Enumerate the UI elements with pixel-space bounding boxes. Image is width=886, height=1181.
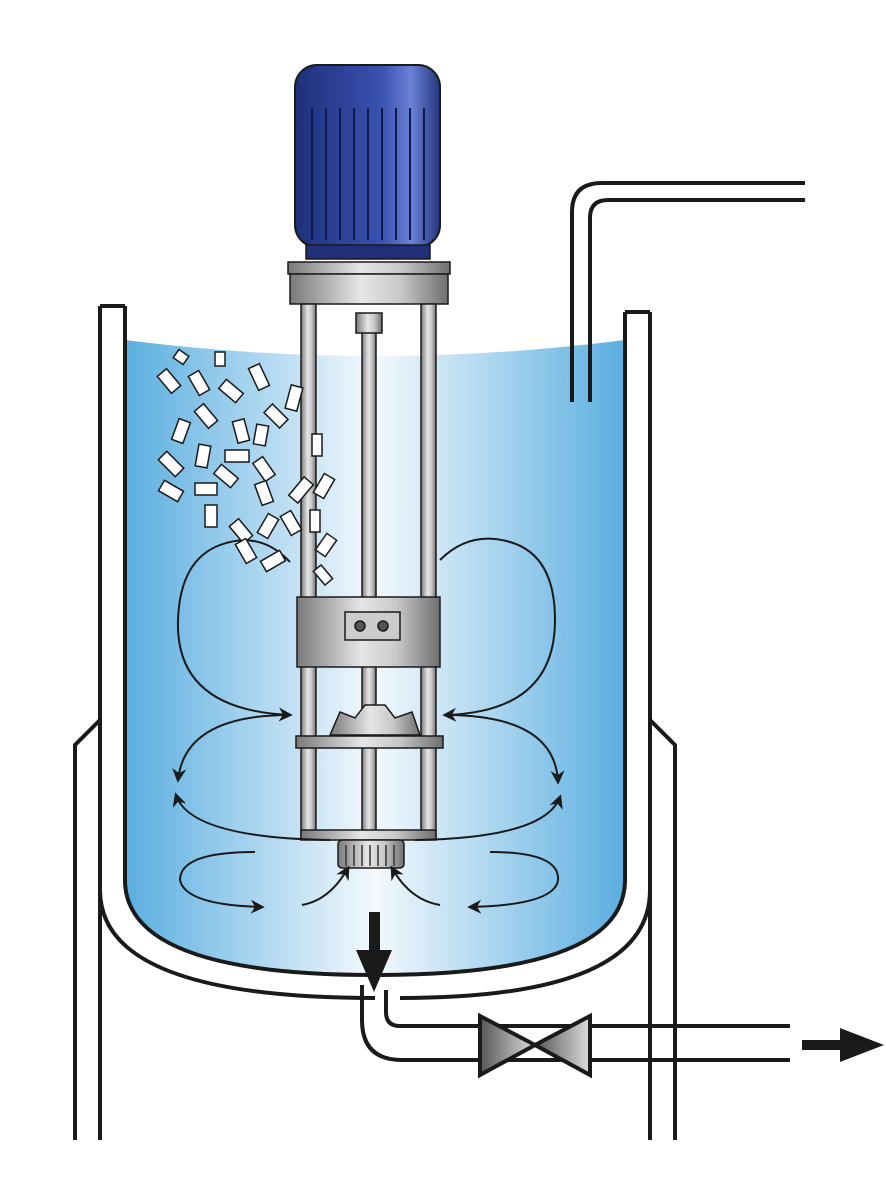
drain-valve bbox=[478, 1012, 592, 1079]
tank-jacket bbox=[73, 718, 677, 1140]
motor bbox=[287, 64, 451, 305]
outlet-arrow bbox=[802, 1028, 884, 1062]
inlet-pipe bbox=[570, 181, 805, 402]
flow-arrows bbox=[172, 537, 565, 914]
mixer-shaft bbox=[295, 303, 444, 869]
outlet-pipe bbox=[360, 985, 790, 1062]
solid-particles bbox=[156, 348, 338, 587]
discharge-arrow bbox=[356, 912, 392, 992]
